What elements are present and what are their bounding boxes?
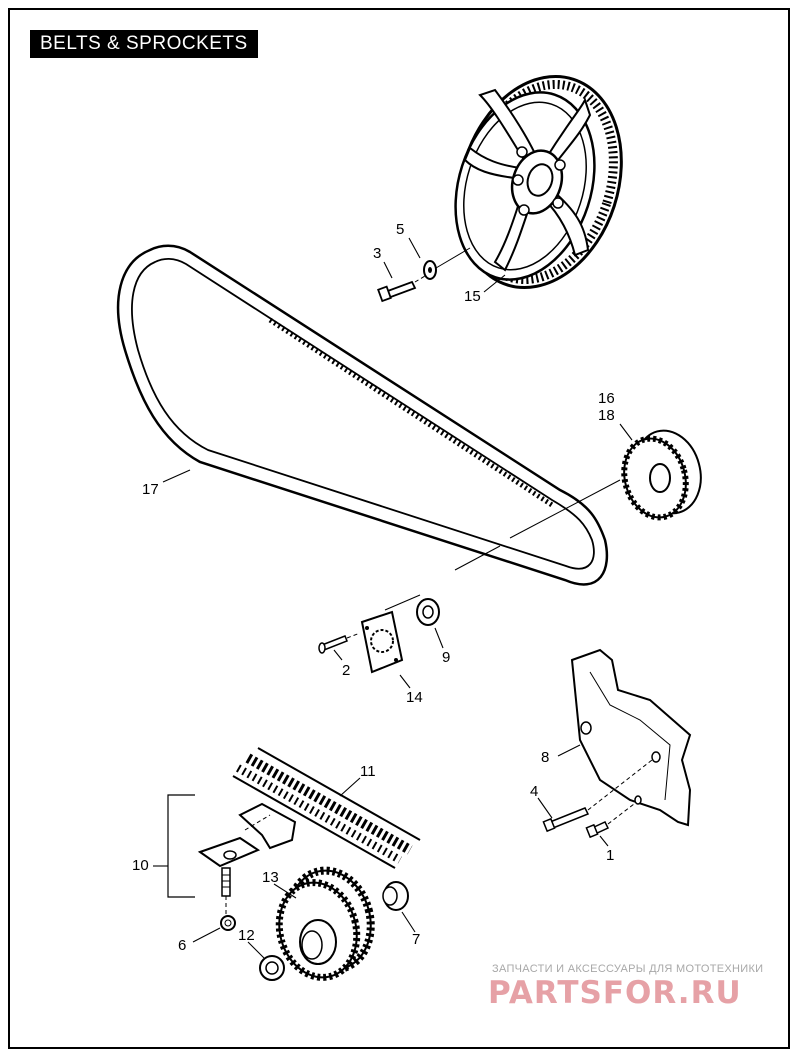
callout-labels: 3 5 15 16 18 17 2 9 14 8 11 4 1 10 13 7 …	[132, 221, 615, 954]
callout-5: 5	[396, 221, 404, 238]
watermark-logo: PARTSFOR.RU	[488, 975, 742, 1011]
engine-sprocket-nut[interactable]	[259, 955, 285, 981]
tensioner-nut[interactable]	[220, 915, 236, 931]
callout-15: 15	[464, 288, 481, 305]
leader-lines	[153, 237, 633, 959]
diagram-frame	[8, 8, 790, 1049]
cover-screw-long[interactable]	[542, 807, 590, 833]
chain-tensioner-shoe[interactable]	[238, 802, 297, 850]
callout-14: 14	[406, 689, 423, 706]
callout-8: 8	[541, 749, 549, 766]
tensioner-bolt[interactable]	[221, 867, 231, 897]
cover-screw-short[interactable]	[585, 821, 610, 839]
callout-2: 2	[342, 662, 350, 679]
sprocket-lock-plate[interactable]	[360, 610, 404, 674]
lock-plate-screw[interactable]	[318, 635, 348, 654]
callout-12: 12	[238, 927, 255, 944]
callout-6: 6	[178, 937, 186, 954]
callout-4: 4	[530, 783, 538, 800]
sprocket-nut[interactable]	[416, 598, 440, 626]
callout-9: 9	[442, 649, 450, 666]
callout-1: 1	[606, 847, 614, 864]
watermark-caption: ЗАПЧАСТИ И АКСЕССУАРЫ ДЛЯ МОТОТЕХНИКИ	[492, 963, 764, 975]
callout-3: 3	[373, 245, 381, 262]
primary-chain[interactable]	[232, 747, 421, 869]
page-title: BELTS & SPROCKETS	[30, 30, 258, 58]
callout-7: 7	[412, 931, 420, 948]
engine-sprocket[interactable]	[269, 861, 382, 986]
sprocket-cover[interactable]	[570, 648, 692, 827]
callout-13: 13	[262, 869, 279, 886]
chain-tensioner-bracket[interactable]	[197, 836, 261, 868]
callout-18: 18	[598, 407, 615, 424]
transmission-sprocket[interactable]	[616, 423, 710, 524]
sprocket-washer[interactable]	[423, 260, 437, 280]
sprocket-bolt[interactable]	[377, 280, 417, 303]
sprocket-spacer[interactable]	[382, 881, 409, 911]
callout-16: 16	[598, 390, 615, 407]
callout-11: 11	[360, 763, 376, 780]
callout-10: 10	[132, 857, 149, 874]
callout-17: 17	[142, 481, 159, 498]
rear-belt-sprocket[interactable]	[432, 55, 647, 309]
drive-belt[interactable]	[116, 244, 609, 586]
